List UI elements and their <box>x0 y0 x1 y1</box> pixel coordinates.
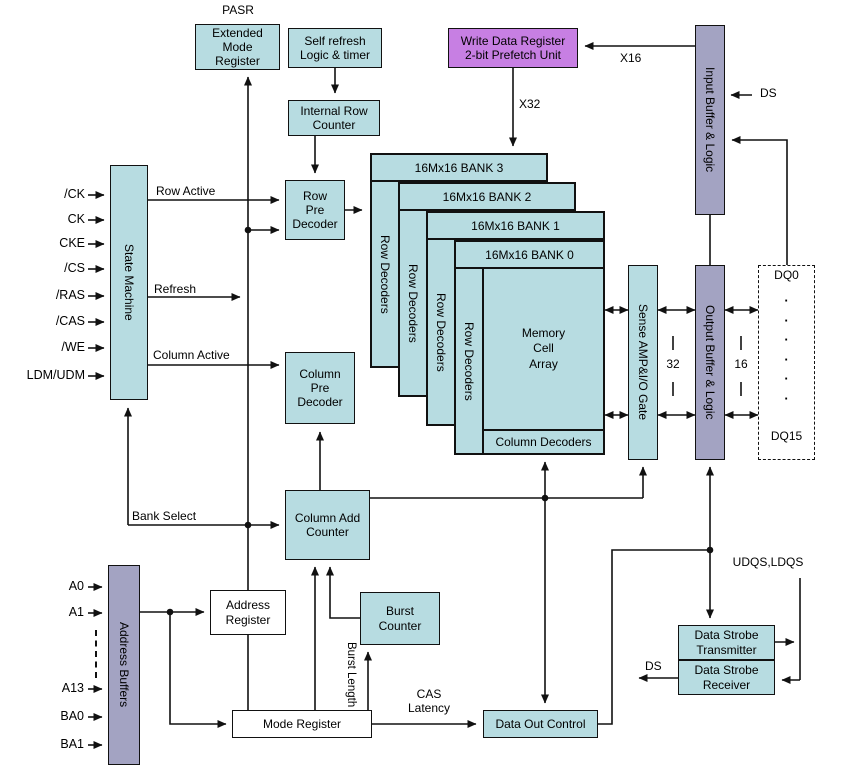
block-input-buffer-logic: Input Buffer & Logic <box>695 25 725 215</box>
signal-a0: A0 <box>68 579 84 593</box>
bank-2-title: 16Mx16 BANK 2 <box>400 184 574 211</box>
signal-cke: CKE <box>59 236 85 250</box>
column-active-label: Column Active <box>153 348 230 362</box>
bus-width-32-label: 32 <box>666 357 680 371</box>
burst-length-label: Burst Length <box>345 642 358 708</box>
block-sense-amp-io-gate: Sense AMP&I/O Gate <box>628 265 658 460</box>
bank-2-row-decoders: Row Decoders <box>400 211 428 395</box>
bank-3-row-decoders: Row Decoders <box>372 182 400 366</box>
block-row-pre-decoder: Row Pre Decoder <box>285 180 345 240</box>
ds-top-label: DS <box>760 86 777 100</box>
cas-latency-label: CAS Latency <box>407 687 451 715</box>
dq0-label: DQ0 <box>774 268 799 282</box>
bank-0-row-decoders: Row Decoders <box>456 269 484 453</box>
pasr-label: PASR <box>222 3 254 17</box>
bank-0-title: 16Mx16 BANK 0 <box>456 242 603 269</box>
address-continuation-dashes <box>95 630 97 678</box>
bank-3-title: 16Mx16 BANK 3 <box>372 155 546 182</box>
dq15-label: DQ15 <box>770 429 803 443</box>
block-write-data-register-prefetch: Write Data Register 2-bit Prefetch Unit <box>448 28 578 68</box>
block-self-refresh-logic-timer: Self refresh Logic & timer <box>288 28 382 68</box>
block-column-add-counter: Column Add Counter <box>285 490 370 560</box>
bank-0: 16Mx16 BANK 0 Row Decoders Memory Cell A… <box>454 240 605 455</box>
block-output-buffer-logic: Output Buffer & Logic <box>695 265 725 460</box>
signal-web: /WE <box>61 340 85 354</box>
block-mode-register: Mode Register <box>232 710 372 738</box>
x16-label: X16 <box>620 51 642 65</box>
block-address-buffers: Address Buffers <box>108 565 140 765</box>
bank-1-title: 16Mx16 BANK 1 <box>428 213 603 240</box>
signal-ldm-udm: LDM/UDM <box>26 368 85 382</box>
signal-casb: /CAS <box>55 314 85 328</box>
block-internal-row-counter: Internal Row Counter <box>288 100 380 136</box>
dq-ellipsis: · · · · · · <box>784 293 789 406</box>
signal-ckb: /CK <box>64 187 85 201</box>
block-burst-counter: Burst Counter <box>360 592 440 645</box>
signal-ck: CK <box>67 212 85 226</box>
column-decoders: Column Decoders <box>484 429 603 453</box>
block-data-strobe-receiver: Data Strobe Receiver <box>678 660 775 695</box>
signal-rasb: /RAS <box>55 288 85 302</box>
udqs-ldqs-label: UDQS,LDQS <box>732 555 804 569</box>
bus-width-16-label: 16 <box>734 357 748 371</box>
signal-ba0: BA0 <box>60 709 84 723</box>
refresh-label: Refresh <box>154 282 197 296</box>
bank-1-row-decoders: Row Decoders <box>428 240 456 424</box>
x32-label: X32 <box>519 97 541 111</box>
bank-select-label: Bank Select <box>132 509 197 523</box>
signal-a13: A13 <box>61 681 84 695</box>
signal-ba1: BA1 <box>60 737 84 751</box>
block-column-pre-decoder: Column Pre Decoder <box>285 352 355 424</box>
ds-bottom-label: DS <box>645 659 662 673</box>
block-address-register: Address Register <box>210 590 286 635</box>
block-state-machine: State Machine <box>110 165 148 400</box>
block-extended-mode-register: Extended Mode Register <box>195 24 280 70</box>
dq-pads-box <box>758 265 815 460</box>
memory-cell-array: Memory Cell Array <box>521 325 566 371</box>
block-data-out-control: Data Out Control <box>483 710 598 738</box>
signal-a1: A1 <box>68 605 84 619</box>
signal-csb: /CS <box>64 261 85 275</box>
block-data-strobe-transmitter: Data Strobe Transmitter <box>678 625 775 660</box>
row-active-label: Row Active <box>156 184 216 198</box>
